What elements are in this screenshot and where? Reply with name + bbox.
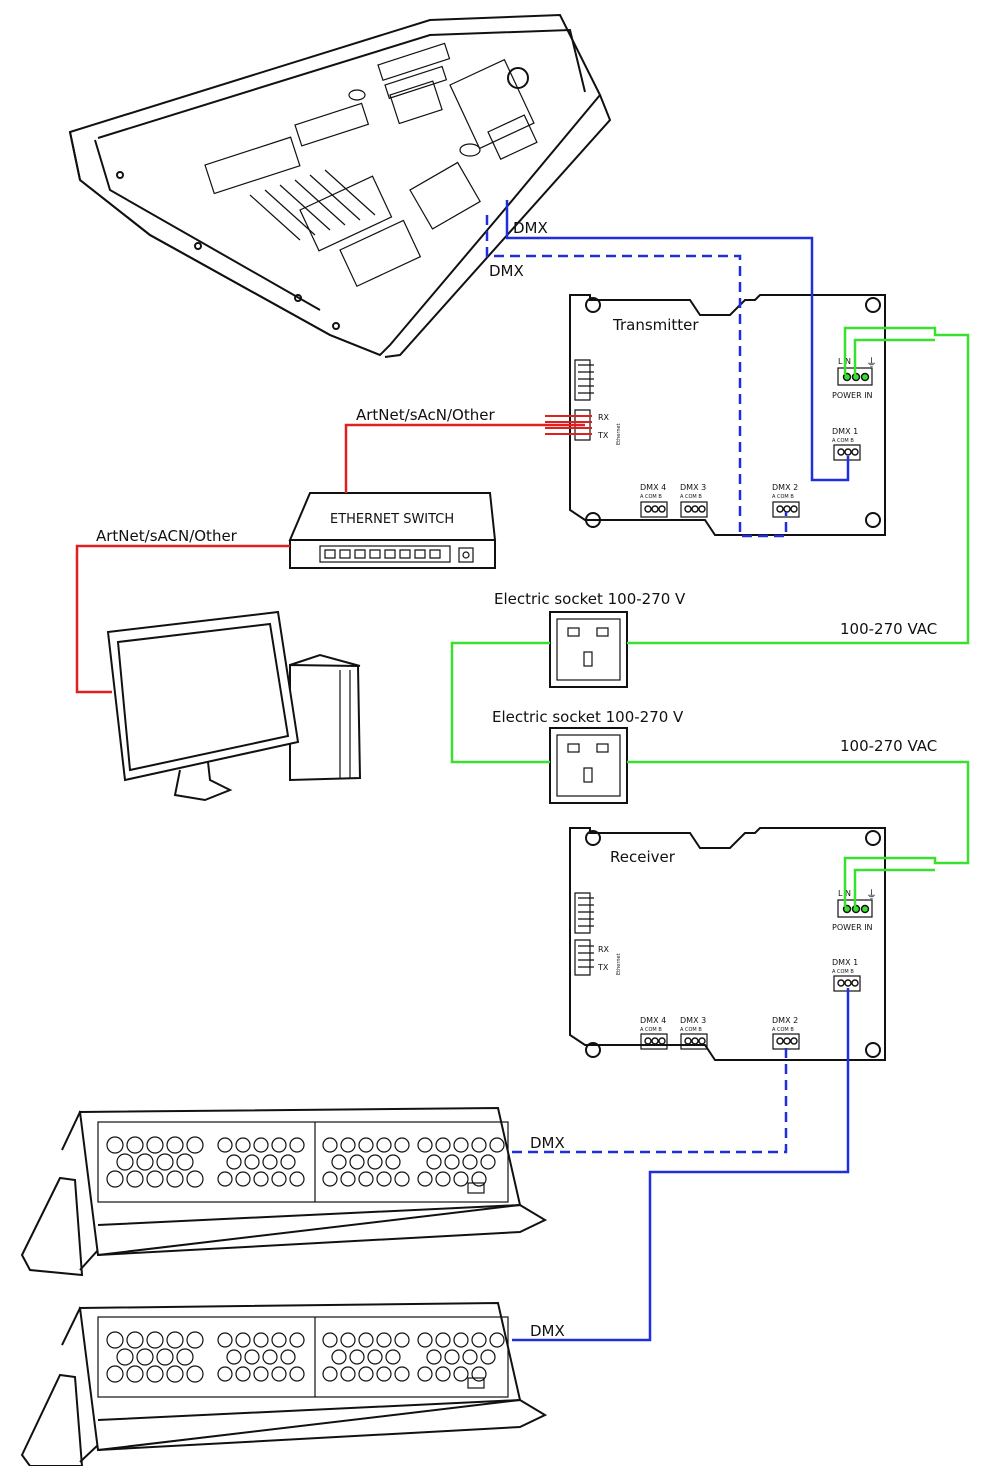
receiver-power-in: POWER IN [832, 923, 873, 932]
receiver-unit: Receiver RX TX Ethernet L N ⏚ POWER IN D… [569, 827, 886, 1061]
power-wire-transmitter-n [853, 338, 935, 375]
dmx-wire-console-to-dmx1 [505, 200, 850, 482]
dmx-label-console-dashed: DMX [489, 262, 524, 280]
vac-label-2: 100-270 VAC [840, 737, 937, 755]
power-wire-socket-chain [450, 641, 550, 764]
led-bar-fixture-icon [20, 1106, 548, 1277]
dmx-label-fixture-2: DMX [530, 1322, 565, 1340]
receiver-dmx3: DMX 3 [680, 1016, 706, 1025]
wall-socket-icon [549, 611, 628, 688]
receiver-title: Receiver [610, 848, 676, 866]
transmitter-dmx3: DMX 3 [680, 483, 706, 492]
computer-icon [106, 610, 362, 802]
lighting-console-icon [68, 13, 612, 358]
receiver-dmx1-pins: A COM B [832, 969, 854, 975]
transmitter-dmx1: DMX 1 [832, 427, 858, 436]
artnet-label-transmitter: ArtNet/sAcN/Other [356, 406, 495, 424]
receiver-ethernet: Ethernet [616, 953, 622, 975]
transmitter-title: Transmitter [612, 316, 699, 334]
socket-1-label: Electric socket 100-270 V [494, 590, 686, 608]
receiver-dmx1: DMX 1 [832, 958, 858, 967]
dmx-wire-receiver-dmx2-to-fixture1 [512, 1048, 788, 1154]
transmitter-dmx2: DMX 2 [772, 483, 798, 492]
transmitter-tx: TX [597, 431, 609, 440]
led-bar-fixture-icon [20, 1301, 548, 1466]
transmitter-unit: Transmitter RX TX Ethernet L N ⏚ POWER I… [569, 294, 886, 536]
receiver-dmx2: DMX 2 [772, 1016, 798, 1025]
power-wire-receiver-n [853, 868, 935, 907]
transmitter-ethernet: Ethernet [616, 423, 622, 445]
transmitter-dmx3-pins: A COM B [680, 494, 702, 500]
transmitter-dmx1-pins: A COM B [832, 438, 854, 444]
receiver-dmx4-pins: A COM B [640, 1027, 662, 1033]
ground-icon: ⏚ [866, 888, 877, 901]
receiver-dmx4: DMX 4 [640, 1016, 666, 1025]
transmitter-dmx4-pins: A COM B [640, 494, 662, 500]
power-wire-socket2-to-receiver [627, 760, 970, 907]
dmx-wire-receiver-dmx1-to-fixture2 [512, 988, 850, 1342]
transmitter-dmx2-pins: A COM B [772, 494, 794, 500]
ethernet-switch-label: ETHERNET SWITCH [330, 512, 454, 527]
receiver-rx: RX [598, 945, 610, 954]
receiver-dmx3-pins: A COM B [680, 1027, 702, 1033]
transmitter-rx: RX [598, 413, 610, 422]
artnet-label-computer: ArtNet/sACN/Other [96, 527, 238, 545]
receiver-tx: TX [597, 963, 609, 972]
dmx-label-console-solid: DMX [513, 219, 548, 237]
dmx-label-fixture-1: DMX [530, 1134, 565, 1152]
dmx-wire-console-to-dmx2-dashed [485, 215, 788, 538]
vac-label-1: 100-270 VAC [840, 620, 937, 638]
socket-2-label: Electric socket 100-270 V [492, 708, 684, 726]
receiver-dmx2-pins: A COM B [772, 1027, 794, 1033]
ethernet-wire-switch-to-computer [75, 544, 290, 694]
ethernet-wire-transmitter-to-switch [344, 423, 585, 493]
ethernet-switch-icon: ETHERNET SWITCH [288, 492, 497, 569]
ground-icon: ⏚ [866, 356, 877, 369]
wall-socket-icon [549, 727, 628, 804]
transmitter-power-in: POWER IN [832, 391, 873, 400]
transmitter-dmx4: DMX 4 [640, 483, 666, 492]
ethernet-wire-bundle [545, 415, 592, 435]
power-wire-socket1-to-transmitter [627, 326, 970, 645]
